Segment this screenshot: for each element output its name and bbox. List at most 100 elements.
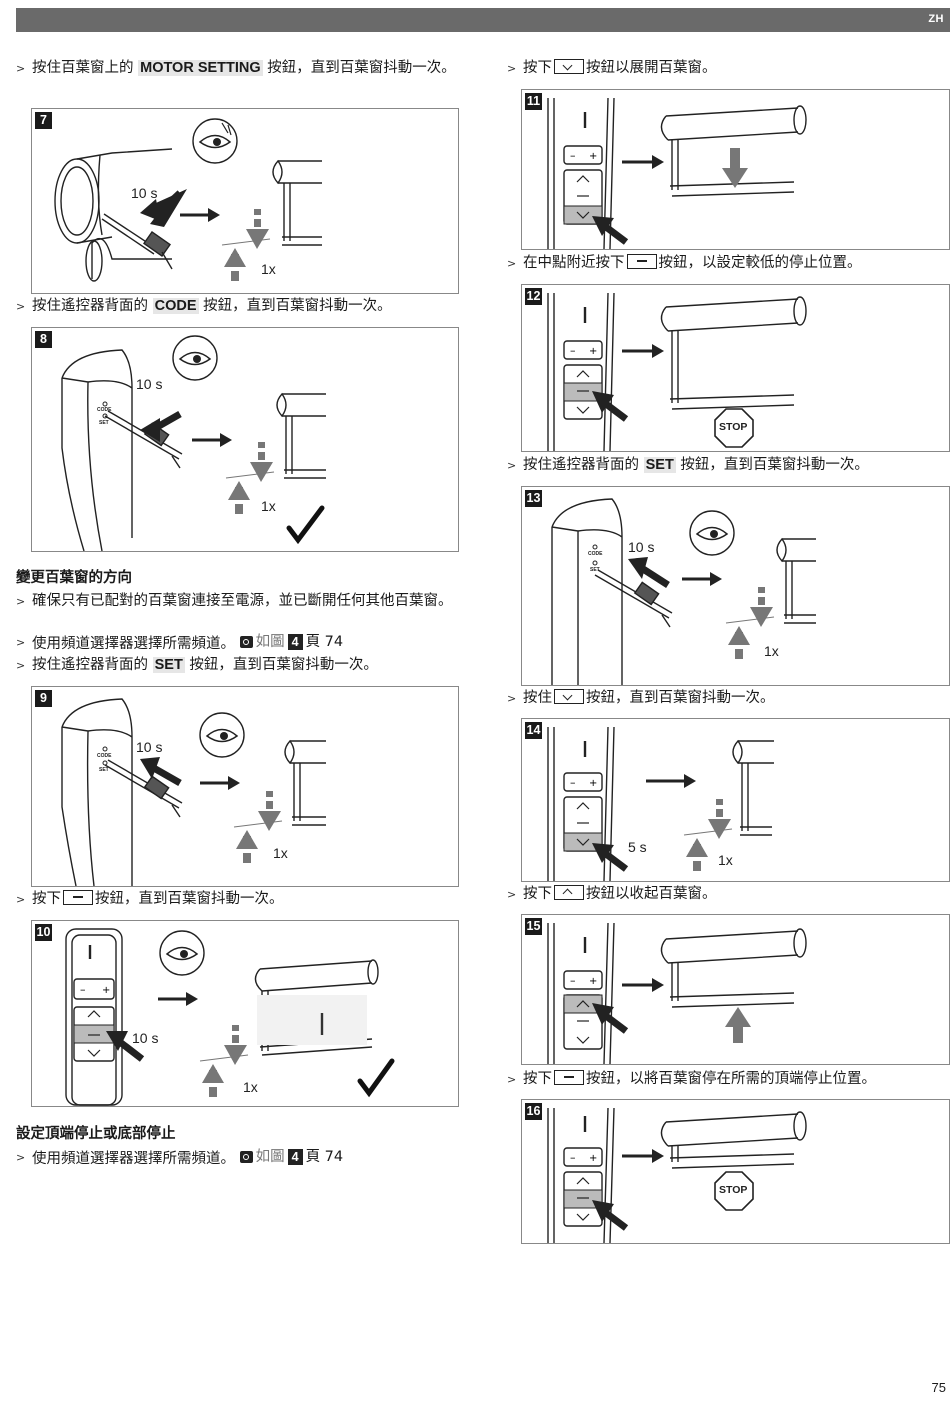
chevron-right-icon: >	[507, 62, 517, 75]
step-bullet: > 按下 按鈕以展開百葉窗。	[507, 58, 947, 78]
figure-number: 14	[525, 722, 542, 739]
chevron-right-icon: >	[16, 659, 26, 672]
svg-text:–: –	[570, 974, 576, 987]
remote-down-illustration: – +	[547, 97, 807, 249]
figure-15: – + 15	[521, 914, 950, 1065]
duration-label: 5 s	[628, 839, 647, 855]
bullet-text: 按下	[32, 891, 61, 907]
bullet-text: 按住遙控器背面的	[32, 298, 153, 314]
remote-top-stop-illustration: – +	[547, 1107, 807, 1243]
step-bullet: > 按住遙控器背面的 SET 按鈕，直到百葉窗抖動一次。	[16, 655, 456, 675]
bullet-text: 按住遙控器背面的	[523, 457, 644, 473]
count-label: 1x	[261, 261, 276, 277]
bullet-text: 按鈕，直到百葉窗抖動一次。	[586, 690, 775, 706]
figure-number: 11	[525, 93, 542, 110]
duration-label: 10 s	[136, 739, 163, 755]
step-bullet: > 按住按鈕，直到百葉窗抖動一次。	[507, 688, 947, 708]
step-bullet: > 使用頻道選擇器選擇所需頻道。 如圖 4 頁 74	[16, 1147, 456, 1169]
remote-code-illustration	[61, 335, 326, 551]
stop-sign-label: STOP	[719, 421, 748, 433]
bullet-text: 使用頻道選擇器選擇所需頻道。	[32, 1151, 235, 1167]
ref-word: 如圖	[255, 1149, 285, 1165]
remote-set-illustration	[551, 498, 816, 685]
figure-number: 16	[525, 1103, 542, 1120]
set-label: SET	[99, 767, 109, 773]
count-label: 1x	[243, 1079, 258, 1095]
figure-number: 7	[35, 112, 52, 129]
section-heading: 設定頂端停止或底部停止	[16, 1126, 176, 1142]
svg-text:+: +	[589, 778, 597, 789]
step-bullet: > 使用頻道選擇器選擇所需頻道。 如圖 4 頁 74	[16, 632, 456, 654]
down-key-icon	[554, 689, 584, 704]
bullet-text: 按鈕，直到百葉窗抖動一次。	[262, 60, 456, 76]
step-bullet: > 在中點附近按下按鈕，以設定較低的停止位置。	[507, 253, 947, 273]
minus-key-icon	[63, 890, 93, 905]
bullet-text: 按住遙控器背面的	[32, 657, 153, 673]
duration-label: 10 s	[132, 1030, 159, 1046]
set-label: SET	[99, 420, 109, 426]
figure-number: 15	[525, 918, 542, 935]
key-label: SET	[152, 657, 185, 673]
code-label: CODE	[97, 753, 112, 759]
figure-number: 9	[35, 690, 52, 707]
ref-figure-number: 4	[287, 634, 303, 650]
duration-label: 10 s	[628, 539, 655, 555]
header-bar: ZH	[16, 8, 950, 32]
bullet-text: 確保只有已配對的百葉窗連接至電源，並已斷開任何其他百葉窗。	[32, 593, 453, 609]
bullet-text: 按下	[523, 886, 552, 902]
step-bullet: > 確保只有已配對的百葉窗連接至電源，並已斷開任何其他百葉窗。	[16, 591, 456, 611]
svg-text:+: +	[589, 346, 597, 357]
figure-16: – + 16 STOP	[521, 1099, 950, 1244]
figure-12: – + 12 STOP	[521, 284, 950, 452]
bullet-text: 使用頻道選擇器選擇所需頻道。	[32, 636, 235, 652]
remote-minus-illustration: – +	[65, 928, 395, 1106]
duration-label: 10 s	[131, 185, 158, 201]
step-bullet: > 按下按鈕，以將百葉窗停在所需的頂端停止位置。	[507, 1069, 947, 1089]
svg-text:–: –	[570, 1151, 576, 1164]
code-label: CODE	[588, 551, 603, 557]
figure-number: 13	[525, 490, 542, 507]
figure-7: 7 10 s 1x	[31, 108, 459, 294]
bullet-text: 在中點附近按下	[523, 255, 625, 271]
remote-stop-illustration: – +	[547, 292, 807, 451]
figure-13: 13 10 s 1x CODE SET	[521, 486, 950, 686]
count-label: 1x	[764, 643, 779, 659]
up-key-icon	[554, 885, 584, 900]
svg-text:+: +	[589, 151, 597, 162]
figure-10: – + 10 10 s 1	[31, 920, 459, 1107]
key-label: CODE	[152, 298, 199, 314]
chevron-right-icon: >	[507, 459, 517, 472]
svg-text:+: +	[589, 976, 597, 987]
svg-text:–: –	[80, 983, 86, 996]
bullet-text: 按下	[523, 60, 552, 76]
bullet-text: 按鈕，直到百葉窗抖動一次。	[675, 457, 869, 473]
page-number: 75	[931, 1380, 946, 1395]
camera-icon	[239, 636, 253, 648]
bullet-text: 按鈕以展開百葉窗。	[586, 60, 717, 76]
remote-hold-down-illustration: – +	[547, 726, 774, 881]
bullet-text: 按下	[523, 1071, 552, 1087]
down-key-icon	[554, 59, 584, 74]
count-label: 1x	[718, 852, 733, 868]
bullet-text: 按鈕，以將百葉窗停在所需的頂端停止位置。	[586, 1071, 876, 1087]
chevron-right-icon: >	[507, 888, 517, 901]
language-tag: ZH	[928, 13, 944, 25]
chevron-right-icon: >	[507, 692, 517, 705]
minus-key-icon	[626, 254, 657, 269]
figure-11: – + 11	[521, 89, 950, 250]
bullet-text: 按鈕，以設定較低的停止位置。	[658, 255, 862, 271]
ref-word: 如圖	[255, 634, 285, 650]
bullet-text: 按鈕，直到百葉窗抖動一次。	[198, 298, 392, 314]
svg-text:–: –	[570, 776, 576, 789]
step-bullet: > 按住遙控器背面的 SET 按鈕，直到百葉窗抖動一次。	[507, 455, 947, 475]
step-bullet: > 按住遙控器背面的 CODE 按鈕，直到百葉窗抖動一次。	[16, 296, 456, 316]
remote-up-illustration: – +	[547, 922, 807, 1064]
chevron-right-icon: >	[16, 62, 26, 75]
figure-14: – + 14 5 s 1x	[521, 718, 950, 882]
svg-text:+: +	[589, 1153, 597, 1164]
figure-9: 9 10 s 1x CODE SET	[31, 686, 459, 887]
figure-8: 8 10 s 1x CODE SET	[31, 327, 459, 552]
chevron-right-icon: >	[16, 300, 26, 313]
key-label: SET	[643, 457, 676, 473]
chevron-right-icon: >	[16, 1151, 26, 1164]
